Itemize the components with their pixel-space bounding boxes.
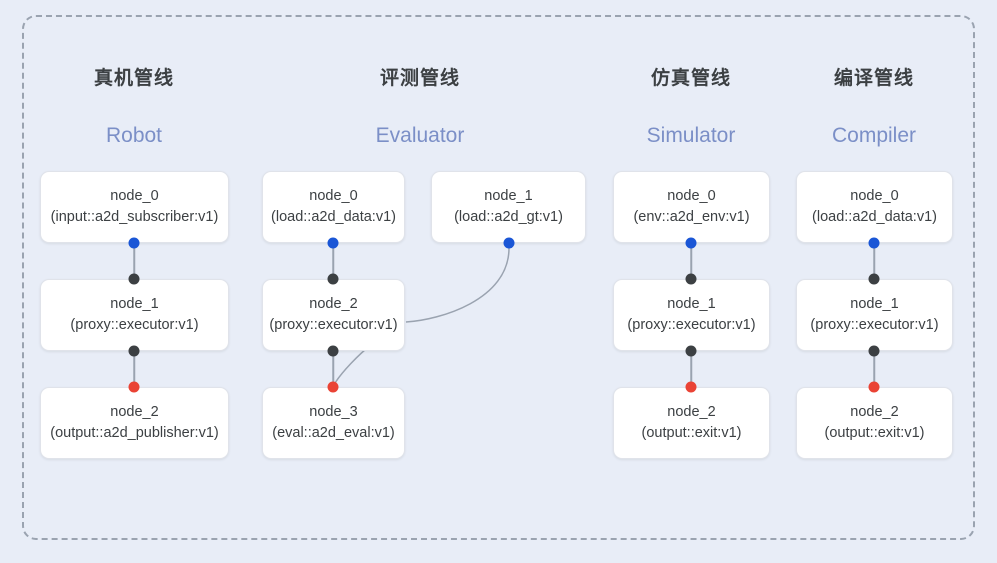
node-name-label: node_1 (110, 295, 159, 312)
port-dot-black[interactable] (327, 273, 339, 285)
node-box[interactable]: node_3(eval::a2d_eval:v1) (262, 387, 405, 459)
port-dot-blue[interactable] (503, 237, 515, 249)
node-name-label: node_2 (667, 403, 716, 420)
node-box[interactable]: node_1(load::a2d_gt:v1) (431, 171, 586, 243)
diagram-frame-dashed-border (22, 15, 975, 540)
edge-connector (873, 243, 875, 279)
column-title-en-simulator: Simulator (646, 124, 736, 147)
port-dot-blue[interactable] (868, 237, 880, 249)
port-dot-red[interactable] (685, 381, 697, 393)
node-box[interactable]: node_2(proxy::executor:v1) (262, 279, 405, 351)
node-type-label: (output::exit:v1) (641, 425, 742, 441)
node-box[interactable]: node_0(load::a2d_data:v1) (796, 171, 953, 243)
node-type-label: (output::a2d_publisher:v1) (50, 425, 219, 441)
node-type-label: (proxy::executor:v1) (627, 317, 756, 333)
node-name-label: node_2 (309, 295, 358, 312)
port-dot-red[interactable] (327, 381, 339, 393)
edge-connector (133, 243, 135, 279)
node-name-label: node_0 (110, 187, 159, 204)
node-box[interactable]: node_2(output::exit:v1) (613, 387, 770, 459)
node-type-label: (proxy::executor:v1) (70, 317, 199, 333)
node-box[interactable]: node_2(output::a2d_publisher:v1) (40, 387, 229, 459)
node-name-label: node_2 (110, 403, 159, 420)
column-title-cn-simulator: 仿真管线 (650, 68, 731, 89)
edge-connector (873, 351, 875, 387)
node-name-label: node_1 (850, 295, 899, 312)
column-title-en-robot: Robot (105, 124, 163, 147)
node-type-label: (proxy::executor:v1) (810, 317, 939, 333)
port-dot-black[interactable] (685, 273, 697, 285)
node-box[interactable]: node_1(proxy::executor:v1) (613, 279, 770, 351)
node-box[interactable]: node_0(input::a2d_subscriber:v1) (40, 171, 229, 243)
port-dot-red[interactable] (868, 381, 880, 393)
node-type-label: (eval::a2d_eval:v1) (272, 425, 395, 441)
port-dot-black[interactable] (868, 273, 880, 285)
node-type-label: (env::a2d_env:v1) (633, 209, 750, 225)
node-box[interactable]: node_1(proxy::executor:v1) (796, 279, 953, 351)
port-dot-black[interactable] (128, 273, 140, 285)
port-dot-blue[interactable] (685, 237, 697, 249)
node-type-label: (input::a2d_subscriber:v1) (50, 209, 219, 225)
node-type-label: (load::a2d_data:v1) (812, 209, 937, 225)
port-dot-black[interactable] (327, 345, 339, 357)
node-type-label: (load::a2d_data:v1) (271, 209, 396, 225)
column-title-cn-compiler: 编译管线 (833, 68, 914, 89)
node-name-label: node_2 (850, 403, 899, 420)
node-type-label: (proxy::executor:v1) (269, 317, 398, 333)
edge-connector (332, 351, 334, 387)
node-name-label: node_1 (484, 187, 533, 204)
edge-connector (332, 243, 334, 279)
node-name-label: node_1 (667, 295, 716, 312)
port-dot-black[interactable] (868, 345, 880, 357)
edge-connector (690, 243, 692, 279)
node-name-label: node_0 (309, 187, 358, 204)
column-title-en-compiler: Compiler (831, 124, 917, 147)
column-title-cn-evaluator: 评测管线 (379, 68, 460, 89)
node-box[interactable]: node_0(load::a2d_data:v1) (262, 171, 405, 243)
column-title-cn-robot: 真机管线 (93, 68, 174, 89)
edge-connector (133, 351, 135, 387)
node-name-label: node_3 (309, 403, 358, 420)
node-type-label: (load::a2d_gt:v1) (454, 209, 563, 225)
column-title-en-evaluator: Evaluator (375, 124, 465, 147)
node-box[interactable]: node_0(env::a2d_env:v1) (613, 171, 770, 243)
port-dot-black[interactable] (685, 345, 697, 357)
node-box[interactable]: node_2(output::exit:v1) (796, 387, 953, 459)
node-box[interactable]: node_1(proxy::executor:v1) (40, 279, 229, 351)
port-dot-blue[interactable] (128, 237, 140, 249)
port-dot-black[interactable] (128, 345, 140, 357)
edge-connector (690, 351, 692, 387)
node-type-label: (output::exit:v1) (824, 425, 925, 441)
node-name-label: node_0 (667, 187, 716, 204)
node-name-label: node_0 (850, 187, 899, 204)
port-dot-red[interactable] (128, 381, 140, 393)
port-dot-blue[interactable] (327, 237, 339, 249)
